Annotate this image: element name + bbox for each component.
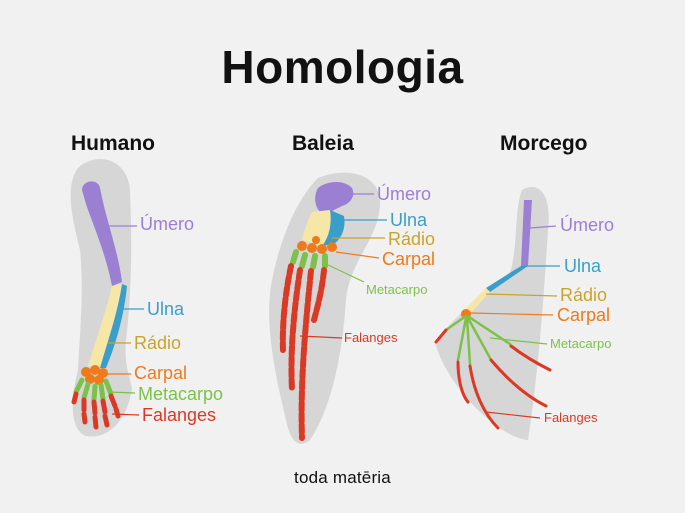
- whale-label-ulna: Ulna: [390, 210, 428, 230]
- whale-ulna: [322, 210, 345, 246]
- whale-label-umero: Úmero: [377, 184, 432, 204]
- human-label-carpal: Carpal: [134, 363, 188, 383]
- whale-carpals: [297, 236, 337, 254]
- page-title: Homologia: [221, 41, 464, 93]
- bat-label-metacarpo: Metacarpo: [550, 336, 612, 351]
- column-title-baleia: Baleia: [292, 132, 354, 155]
- bat-label-carpal: Carpal: [557, 305, 611, 325]
- bat-wing: [434, 187, 560, 440]
- bat-label-falanges: Falanges: [544, 410, 598, 425]
- bat-radius: [464, 288, 490, 314]
- column-title-humano: Humano: [71, 132, 155, 155]
- human-label-umero: Úmero: [140, 214, 195, 234]
- bat-label-umero: Úmero: [560, 215, 615, 235]
- brand-footer: toda matēria: [294, 468, 391, 487]
- bat-metacarpals: [444, 314, 512, 366]
- human-phalanges: [71, 391, 121, 430]
- column-title-morcego: Morcego: [500, 132, 588, 155]
- whale-label-metacarpo: Metacarpo: [366, 282, 428, 297]
- human-radius: [88, 284, 122, 368]
- human-arm: [70, 159, 144, 437]
- human-label-radio: Rádio: [134, 333, 182, 353]
- bat-humerus: [521, 200, 532, 266]
- whale-label-carpal: Carpal: [382, 249, 436, 269]
- bat-phalanges: [434, 328, 552, 430]
- human-leaders: [104, 225, 144, 416]
- human-carpals: [81, 365, 108, 385]
- whale-label-radio: Rádio: [388, 229, 436, 249]
- whale-metacarpals: [290, 249, 328, 270]
- whale-leaders: [299, 193, 387, 339]
- whale-silhouette: [269, 172, 381, 444]
- whale-humerus: [315, 182, 354, 214]
- human-label-falanges: Falanges: [142, 405, 217, 425]
- bat-label-ulna: Ulna: [564, 256, 602, 276]
- whale-flipper: [269, 172, 387, 444]
- whale-label-falanges: Falanges: [344, 330, 398, 345]
- bat-leaders: [469, 225, 560, 419]
- whale-phalanges: [279, 263, 327, 441]
- human-metacarpals: [73, 377, 114, 403]
- bat-label-radio: Rádio: [560, 285, 608, 305]
- human-ulna: [100, 284, 127, 368]
- human-label-ulna: Ulna: [147, 299, 185, 319]
- human-humerus: [82, 181, 122, 286]
- human-label-metacarpo: Metacarpo: [138, 384, 224, 404]
- whale-radius: [302, 210, 331, 246]
- bat-ulna: [486, 266, 528, 292]
